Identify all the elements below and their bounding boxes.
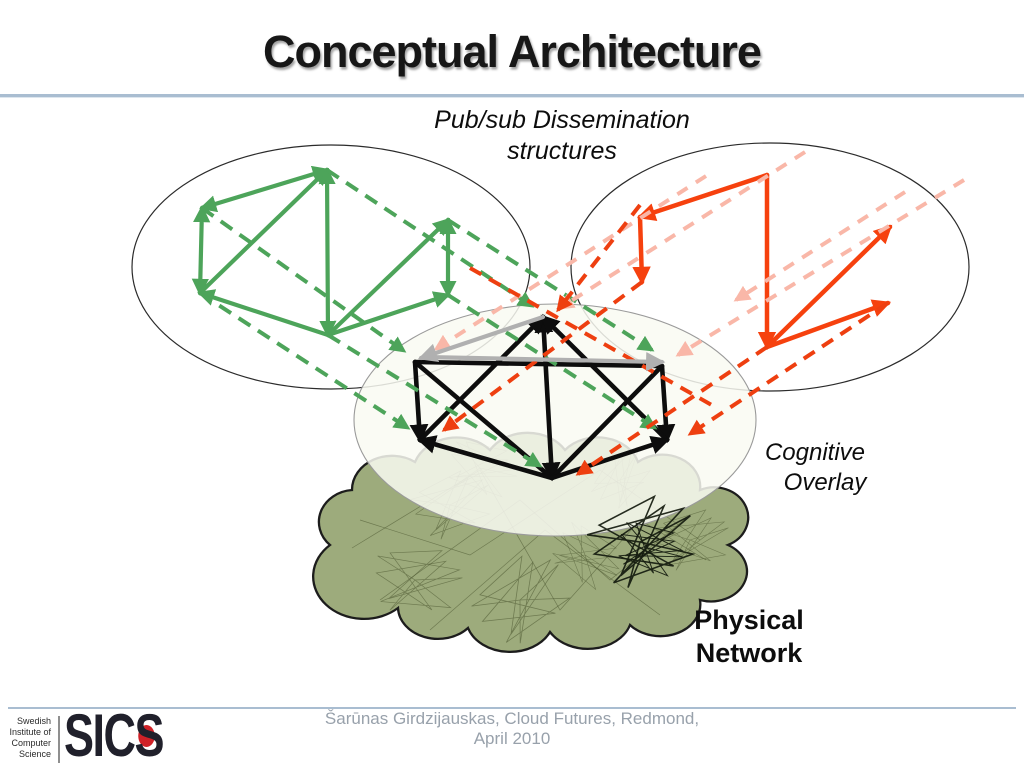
orange-dissemination-graph <box>632 172 893 351</box>
sics-logo-c: C <box>104 706 155 766</box>
physical-label-line1: Physical <box>694 605 804 635</box>
cognitive-label-line1: Cognitive <box>764 439 866 466</box>
sics-logo-si: SI <box>64 702 105 769</box>
green-dissemination-graph <box>191 165 457 339</box>
cognitive-overlay-label: Cognitive Overlay <box>740 438 890 498</box>
cognitive-overlay-ellipse <box>353 303 757 537</box>
gray-overlay-arrows <box>417 314 666 372</box>
salmon-mapping-arrows <box>433 150 966 357</box>
title-rule <box>0 94 1024 98</box>
footer-citation: Šarūnas Girdzijauskas, Cloud Futures, Re… <box>262 709 762 749</box>
physical-network-label: Physical Network <box>669 604 829 670</box>
logo-divider <box>58 716 60 763</box>
affiliation-line2: Institute of <box>9 727 51 737</box>
pubsub-label-line1: Pub/sub Dissemination <box>434 106 690 134</box>
pubsub-label: Pub/sub Dissemination structures <box>312 105 812 167</box>
footer-rule <box>8 707 1016 709</box>
sics-logo-red-dot-icon <box>138 725 155 747</box>
physical-label-line2: Network <box>695 638 803 668</box>
affiliation-line3: Computer <box>11 738 51 748</box>
affiliation-line4: Science <box>18 749 51 759</box>
citation-line2: April 2010 <box>473 729 551 748</box>
citation-line1: Šarūnas Girdzijauskas, Cloud Futures, Re… <box>324 709 700 728</box>
page-title: Conceptual Architecture <box>263 26 762 77</box>
affiliation-line1: Swedish <box>16 716 51 726</box>
black-overlay-graph <box>409 313 676 482</box>
affiliation-text: Swedish Institute of Computer Science <box>0 716 51 760</box>
red-mapping-arrows <box>441 203 890 476</box>
sics-logo-s: S <box>134 702 165 769</box>
pubsub-label-line2: structures <box>507 137 617 165</box>
cognitive-label-line2: Overlay <box>783 469 867 496</box>
